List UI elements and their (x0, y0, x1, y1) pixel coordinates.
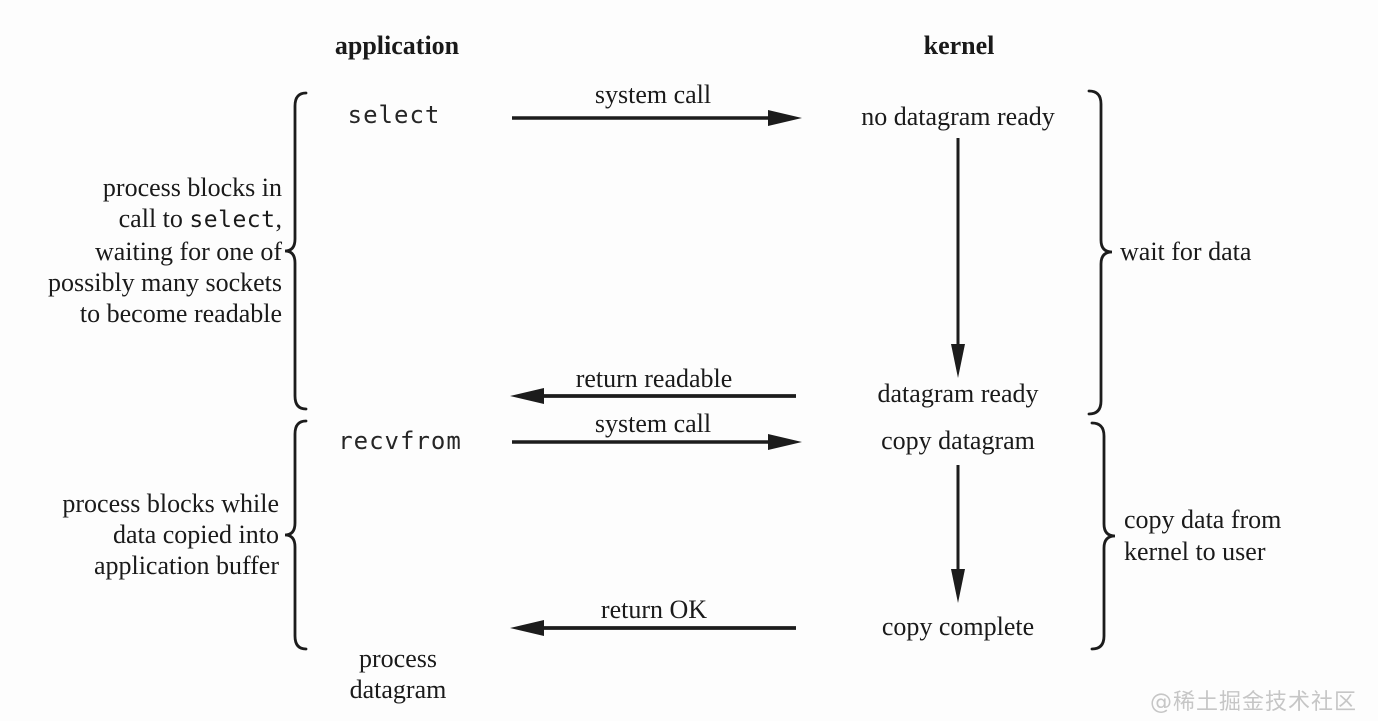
annotation-line: call to select, (0, 203, 282, 236)
right-brace-copy (1090, 421, 1116, 651)
annotation-line: kernel to user (1124, 537, 1266, 566)
annotation-line: waiting for one of (94, 237, 282, 266)
process-datagram-line2: datagram (349, 675, 447, 704)
select-blocking-annotation: process blocks in call to select, waitin… (0, 172, 282, 329)
annotation-line: data copied into (112, 520, 279, 549)
kernel-column-header: kernel (923, 31, 995, 60)
wait-for-data-arrow (951, 138, 965, 378)
kernel-state-datagram-ready: datagram ready (877, 379, 1039, 408)
kernel-state-no-datagram: no datagram ready (861, 102, 1055, 131)
annotation-line: process blocks in (102, 173, 282, 202)
syscall-select-arrow (512, 110, 802, 126)
annotation-line: application buffer (93, 551, 279, 580)
watermark-text: @稀土掘金技术社区 (1149, 690, 1357, 715)
recvfrom-blocking-annotation: process blocks while data copied into ap… (0, 488, 279, 581)
return-ok-label: return OK (600, 595, 708, 624)
annotation-line: possibly many sockets (48, 268, 282, 297)
right-brace-wait (1087, 89, 1113, 416)
wait-for-data-annotation: wait for data (1120, 237, 1252, 266)
annotation-text: , (275, 204, 283, 233)
process-datagram-line1: process (359, 644, 437, 673)
recvfrom-call-label: recvfrom (338, 427, 462, 455)
annotation-line: copy data from (1124, 505, 1282, 534)
copy-data-arrow (951, 465, 965, 603)
application-column-header: application (334, 31, 460, 60)
annotation-line: to become readable (79, 299, 282, 328)
left-brace-select (284, 91, 308, 411)
left-brace-recvfrom (284, 419, 308, 651)
annotation-line: process blocks while (62, 489, 279, 518)
syscall-select-label: system call (594, 80, 712, 109)
process-datagram-label: process datagram (298, 643, 498, 705)
syscall-recvfrom-label: system call (594, 409, 712, 438)
select-code-ref: select (189, 207, 276, 233)
select-call-label: select (347, 101, 441, 129)
return-readable-label: return readable (575, 364, 733, 393)
syscall-recvfrom-arrow (512, 434, 802, 450)
return-ok-arrow (510, 620, 796, 636)
annotation-text: call to (118, 204, 190, 233)
kernel-state-copy-datagram: copy datagram (881, 426, 1035, 455)
copy-data-annotation: copy data from kernel to user (1124, 504, 1281, 568)
return-readable-arrow (510, 388, 796, 404)
kernel-state-copy-complete: copy complete (881, 612, 1035, 641)
